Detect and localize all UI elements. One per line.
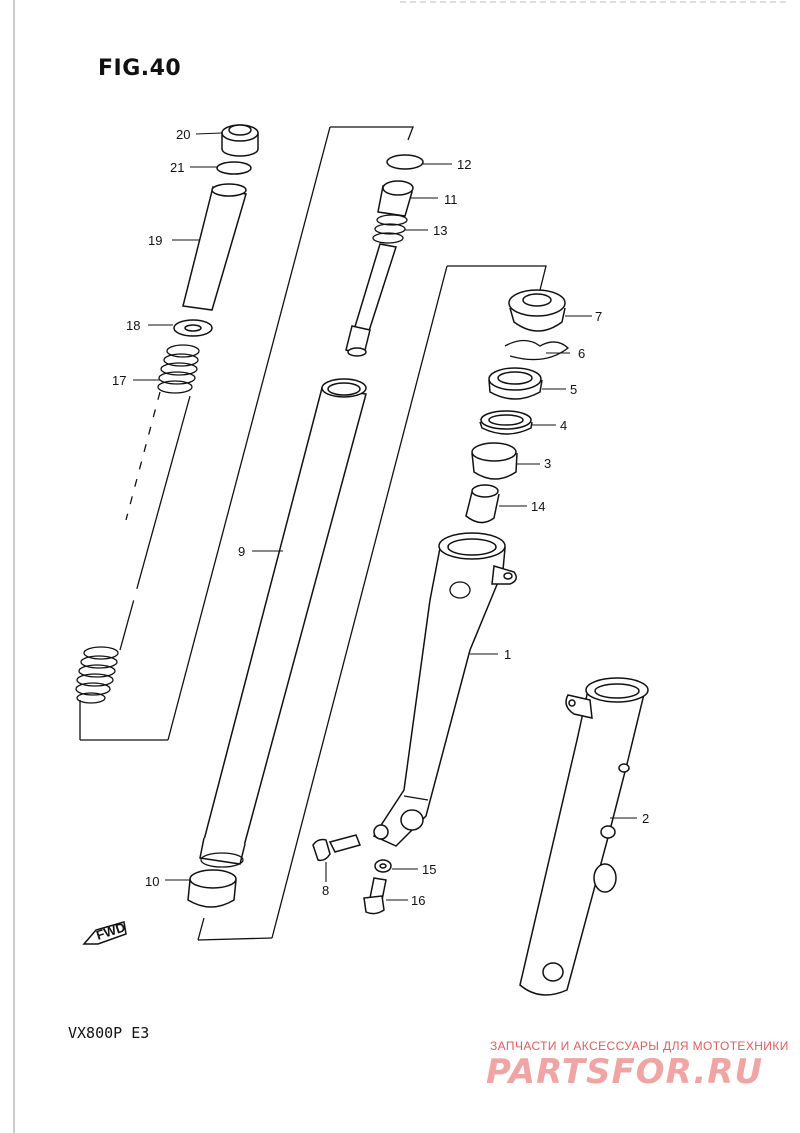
callout-4: 4: [560, 418, 567, 433]
callout-14: 14: [531, 499, 545, 514]
outer-tube-right-part: [372, 532, 517, 847]
bracket-tick-right: [197, 917, 205, 941]
callout-2: 2: [642, 811, 649, 826]
guide-bushing-part: [187, 869, 237, 908]
axle-clamp-bolt-part: [312, 834, 362, 862]
washer-part: [173, 319, 213, 337]
callout-5: 5: [570, 382, 577, 397]
callout-20: 20: [176, 127, 190, 142]
callout-3: 3: [544, 456, 551, 471]
callout-7: 7: [595, 309, 602, 324]
callout-10: 10: [145, 874, 159, 889]
callout-12: 12: [457, 157, 471, 172]
inner-tube-part: [199, 378, 367, 868]
callout-19: 19: [148, 233, 162, 248]
drain-gasket-part: [374, 859, 392, 873]
piston-ring-part: [386, 154, 424, 170]
bracket-line-left-top: [167, 126, 331, 741]
oil-seal-part: [488, 367, 543, 400]
watermark-logo: PARTSFOR.RU: [486, 1052, 764, 1092]
group-bracket-right: [447, 265, 547, 291]
callout-15: 15: [422, 862, 436, 877]
callout-1: 1: [504, 647, 511, 662]
damper-bolt-part: [363, 877, 387, 915]
o-ring-part: [216, 161, 252, 175]
damper-rod-part: [345, 180, 414, 357]
callout-13: 13: [433, 223, 447, 238]
oil-lock-piece-part: [465, 484, 500, 524]
spacer-tube-part: [182, 183, 247, 311]
circlip-part: [504, 339, 570, 361]
outer-tube-left-part: [519, 677, 649, 996]
callout-8: 8: [322, 883, 329, 898]
callout-16: 16: [411, 893, 425, 908]
cap-bolt-part: [221, 124, 259, 157]
bracket-line-right-bottom: [197, 937, 273, 941]
callout-21: 21: [170, 160, 184, 175]
callout-18: 18: [126, 318, 140, 333]
fork-spring-part: [75, 344, 200, 704]
slide-bushing-part: [471, 442, 518, 480]
dust-seal-part: [508, 289, 566, 332]
figure-title: FIG.40: [98, 56, 182, 81]
callout-6: 6: [578, 346, 585, 361]
seal-washer-part: [479, 410, 533, 435]
bracket-line-right: [271, 265, 448, 939]
watermark-caption: ЗАПЧАСТИ И АКСЕССУАРЫ ДЛЯ МОТОТЕХНИКИ: [490, 1039, 789, 1053]
callout-9: 9: [238, 544, 245, 559]
callout-11: 11: [444, 192, 458, 207]
fwd-arrow-icon: FWD: [82, 919, 127, 945]
model-code: VX800P E3: [68, 1024, 150, 1042]
callout-17: 17: [112, 373, 126, 388]
leader-lines: [133, 132, 637, 901]
group-bracket-left: [330, 126, 414, 141]
